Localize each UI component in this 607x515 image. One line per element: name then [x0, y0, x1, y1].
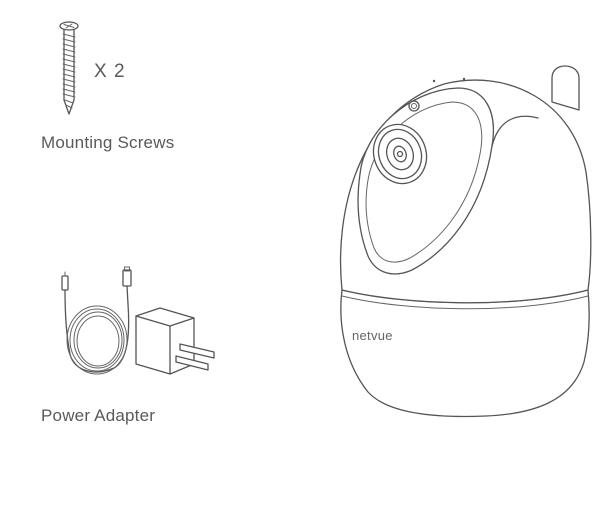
screw-icon — [52, 20, 84, 116]
camera-brand-logo: netvue — [352, 328, 393, 343]
mounting-screws-caption: Mounting Screws — [41, 133, 175, 152]
screw-quantity: X 2 — [94, 61, 126, 82]
power-adapter-caption: Power Adapter — [41, 406, 156, 425]
camera-icon: netvue — [328, 62, 596, 422]
power-adapter-icon — [52, 264, 222, 380]
